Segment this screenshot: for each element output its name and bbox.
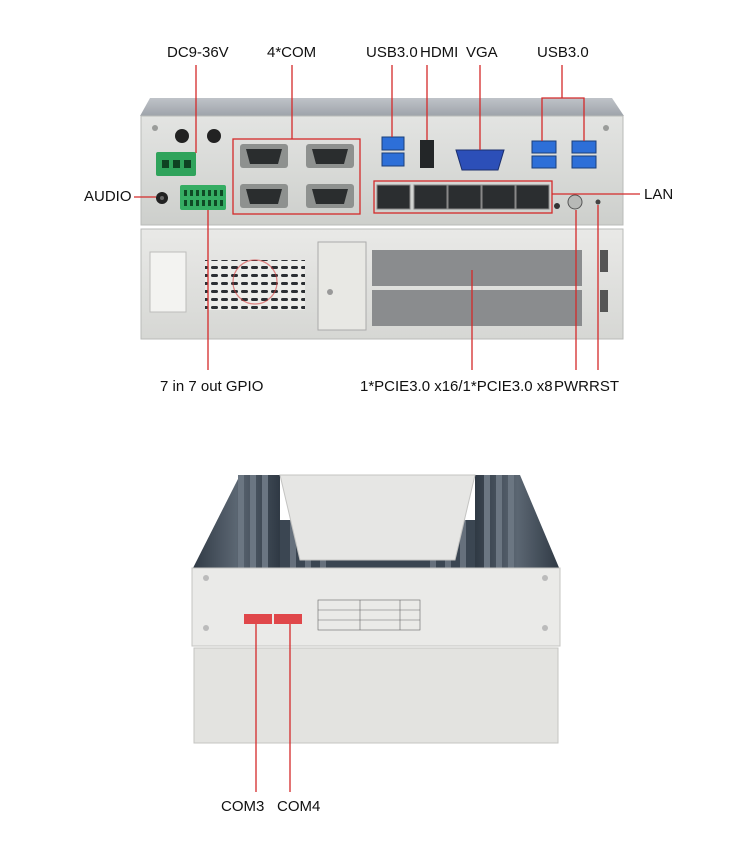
com-port [240,184,288,208]
fan-icon [232,259,278,305]
gpio-pin [208,200,211,206]
callout-lan: LAN [644,186,674,203]
reset-button [595,199,601,205]
side-view-device [191,474,561,744]
lan-highlight-box [373,180,553,214]
com-ports [240,144,354,208]
screw-icon [203,575,209,581]
dip-setting-table [317,599,421,631]
com-port [306,144,354,168]
gpio-pin [196,200,199,206]
vga-port [455,149,505,171]
screw-icon [203,625,209,631]
top-handle-plate [279,474,476,561]
callout-hdmi: HDMI [420,44,459,61]
usb-port [531,155,557,169]
antenna-hole [175,129,189,143]
callout-rst: RST [589,378,619,395]
callout-usb-right: USB3.0 [537,44,589,61]
gpio-pin [202,190,205,196]
gpio-terminal-block [180,185,226,210]
callout-com4: COM4 [277,798,321,815]
lan-ports [376,184,550,210]
side-chassis-upper [191,567,561,647]
hdmi-port [420,140,434,168]
callout-dc-power: DC9-36V [167,44,229,61]
com-port [240,144,288,168]
gpio-pin [184,200,187,206]
usb-port [571,140,597,154]
com-highlight-box [232,138,361,215]
usb-port [531,140,557,154]
usb-port [381,136,405,151]
dip-switch-com3 [244,614,272,624]
power-button [567,194,583,210]
voltage-label-plate [149,251,187,313]
dc-terminal-slot [184,160,191,168]
gpio-pin [214,200,217,206]
screw-icon [542,625,548,631]
dc-terminal-slot [173,160,180,168]
screw-icon [542,575,548,581]
screw-icon [152,125,158,131]
gpio-pin [196,190,199,196]
side-vent [600,250,608,272]
antenna-hole [207,129,221,143]
rear-io-device [140,98,624,340]
callout-usb-left: USB3.0 [366,44,418,61]
gpio-pin [202,200,205,206]
gpio-pin [190,200,193,206]
fan-vent [205,260,305,310]
callout-pcie: 1*PCIE3.0 x16/1*PCIE3.0 x8 [360,378,553,395]
gpio-pin [184,190,187,196]
pcie-bracket [317,241,367,331]
gpio-pin [208,190,211,196]
dc-terminal-slot [162,160,169,168]
callout-lines [134,65,640,792]
gpio-pin [220,190,223,196]
gpio-pin [190,190,193,196]
gpio-pin [220,200,223,206]
callout-vga: VGA [466,44,498,61]
audio-jack-core [160,196,164,200]
pcie-slot [372,250,582,286]
screw-icon [603,125,609,131]
bracket-screw [327,289,333,295]
side-chassis-lower [193,647,559,744]
led-indicator [554,203,560,209]
pcie-slot [372,290,582,326]
dip-switch-com4 [274,614,302,624]
gpio-pin [214,190,217,196]
callout-audio: AUDIO [84,188,132,205]
top-cover [140,98,624,116]
callout-gpio: 7 in 7 out GPIO [160,378,264,395]
usb-port [571,155,597,169]
callout-com3: COM3 [221,798,265,815]
com-port [306,184,354,208]
callout-pwr: PWR [554,378,589,395]
usb-port [381,152,405,167]
side-vent [600,290,608,312]
callout-com-ports: 4*COM [267,44,317,61]
